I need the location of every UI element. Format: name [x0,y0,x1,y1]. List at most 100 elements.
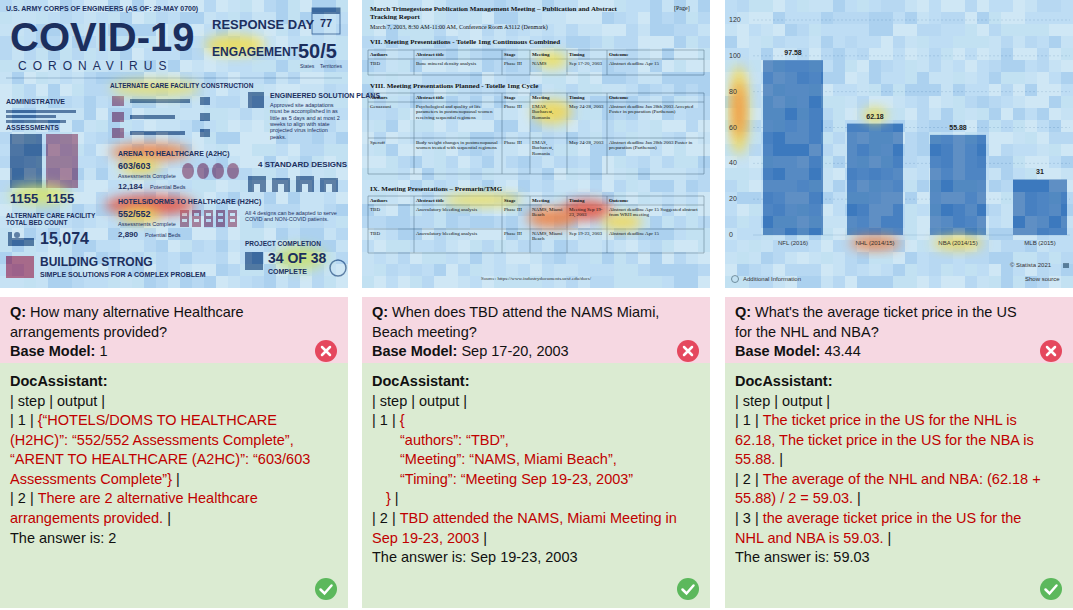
illustration-shape [905,36,917,48]
illustration-shape [1037,84,1049,96]
illustration-shape [698,144,710,156]
illustration-shape [336,132,348,144]
illustration-shape [698,252,710,264]
illustration-shape [773,120,785,132]
illustration-shape [386,48,398,60]
illustration-shape [554,180,566,192]
illustration-shape [1025,132,1037,144]
illustration-shape [1049,84,1061,96]
illustration-shape [590,24,602,36]
illustration-shape [168,120,180,132]
illustration-shape [977,108,989,120]
illustration-shape [662,180,674,192]
illustration-shape [252,168,264,180]
illustration-shape [989,144,1001,156]
illustration-shape [386,192,398,204]
illustration-shape [797,36,809,48]
illustration-shape [410,240,422,252]
illustration-shape [566,72,578,84]
illustration-shape [1025,36,1037,48]
illustration-shape [821,144,833,156]
illustration-shape [977,120,989,132]
illustration-shape [725,180,737,192]
illustration-shape [386,168,398,180]
illustration-shape [48,156,60,168]
illustration-shape [386,276,398,288]
illustration-shape [398,204,410,216]
illustration-shape [965,36,977,48]
illustration-shape [192,96,204,108]
illustration-shape [554,168,566,180]
illustration-shape [336,204,348,216]
illustration-shape [953,0,965,12]
illustration-shape [977,48,989,60]
illustration-shape [989,60,1001,72]
illustration-shape [845,192,857,204]
illustration-shape [941,96,953,108]
illustration-shape [638,24,650,36]
illustration-shape [953,12,965,24]
illustration-shape [168,240,180,252]
illustration-shape [1013,120,1025,132]
illustration-shape [905,24,917,36]
illustration-shape [821,0,833,12]
illustration-shape [252,228,264,240]
illustration-shape [662,0,674,12]
illustration-shape [833,120,845,132]
illustration-shape [929,120,941,132]
illustration-shape [674,144,686,156]
illustration-shape [1049,96,1061,108]
illustration-shape [965,60,977,72]
illustration-shape [929,36,941,48]
illustration-shape [698,120,710,132]
illustration-shape [590,12,602,24]
illustration-shape [1025,120,1037,132]
illustration-shape [458,156,470,168]
illustration-shape [773,168,785,180]
illustration-shape [300,276,312,288]
illustration-shape [857,60,869,72]
illustration-shape [785,96,797,108]
illustration-shape [698,36,710,48]
illustration-shape [809,96,821,108]
illustration-shape [1025,144,1037,156]
illustration-shape [554,84,566,96]
illustration-shape [725,0,1073,288]
illustration-shape [1049,24,1061,36]
illustration-shape [662,36,674,48]
illustration-shape [470,156,482,168]
illustration-shape [1025,48,1037,60]
illustration-shape [132,240,144,252]
illustration-shape [252,0,264,12]
illustration-shape [554,156,566,168]
illustration-shape [749,0,761,12]
illustration-shape [120,108,132,120]
illustration-shape [60,120,72,132]
illustration-shape [773,192,785,204]
illustration-shape [833,168,845,180]
illustration-shape [869,36,881,48]
illustration-shape [1025,0,1037,12]
illustration-shape [0,264,12,276]
illustration-shape [96,72,108,84]
illustration-shape [60,156,72,168]
illustration-shape [168,252,180,264]
illustration-shape [977,192,989,204]
illustration-shape [518,180,530,192]
illustration-shape [458,276,470,288]
illustration-shape [686,48,698,60]
illustration-shape [650,276,662,288]
illustration-shape [1001,72,1013,84]
illustration-shape [965,108,977,120]
illustration-shape [749,168,761,180]
illustration-shape [204,120,216,132]
illustration-shape [216,180,228,192]
illustration-shape [518,48,530,60]
illustration-shape [686,60,698,72]
illustration-shape [410,168,422,180]
illustration-shape [725,24,737,36]
illustration-shape [1037,108,1049,120]
illustration-shape [698,228,710,240]
illustration-shape [542,12,554,24]
illustration-shape [386,252,398,264]
